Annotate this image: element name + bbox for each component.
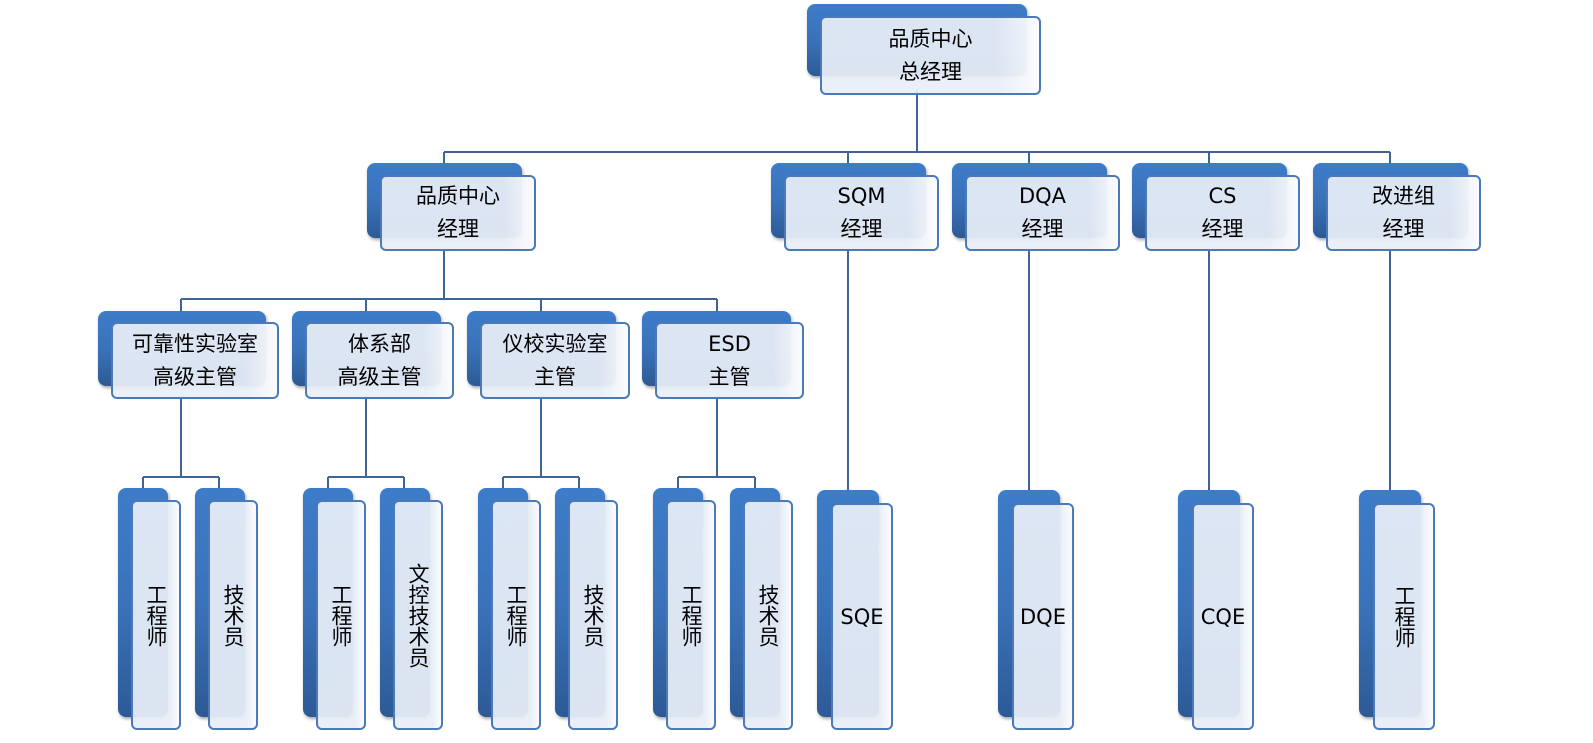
node-label-box: DQE (1012, 503, 1074, 730)
node-label-box: SQE (831, 503, 893, 730)
node-title: 文控技术员 (406, 562, 430, 668)
node-label-box: 文控技术员 (393, 500, 443, 730)
node-label-box: 工程师 (316, 500, 366, 730)
node-label-box: 工程师 (131, 500, 181, 730)
node-label-box: CS 经理 (1145, 175, 1300, 251)
node-title: 工程师 (1392, 585, 1416, 648)
node-label-box: 技术员 (743, 500, 793, 730)
node-label-box: 可靠性实验室 高级主管 (111, 322, 279, 399)
node-label-box: 品质中心 总经理 (820, 16, 1041, 95)
node-role: 主管 (708, 364, 751, 389)
node-label-box: 体系部 高级主管 (305, 322, 454, 399)
node-title: 技术员 (581, 583, 605, 647)
node-role: 主管 (534, 364, 576, 389)
node-title: 品质中心 (888, 26, 973, 51)
node-title: 工程师 (679, 583, 703, 647)
node-role: 总经理 (899, 59, 962, 84)
node-title: CQE (1200, 604, 1246, 629)
node-role: 高级主管 (153, 364, 237, 389)
node-title: 可靠性实验室 (132, 331, 258, 356)
node-label-box: 工程师 (666, 500, 716, 730)
node-label-box: SQM 经理 (784, 175, 939, 251)
node-role: 经理 (840, 217, 883, 241)
node-role: 经理 (1201, 217, 1244, 241)
node-label-box: 仪校实验室 主管 (480, 322, 630, 399)
node-role: 经理 (1021, 217, 1064, 241)
node-label-box: DQA 经理 (965, 175, 1120, 251)
node-label-box: CQE (1192, 503, 1254, 730)
node-label-box: 品质中心 经理 (380, 175, 536, 251)
node-title: ESD (708, 331, 751, 356)
node-title: 技术员 (221, 583, 245, 647)
node-title: CS (1208, 184, 1237, 208)
node-label-box: 工程师 (491, 500, 541, 730)
node-role: 高级主管 (337, 364, 422, 389)
node-title: 技术员 (756, 583, 780, 647)
node-label-box: 技术员 (568, 500, 618, 730)
node-title: SQE (840, 604, 884, 629)
node-label-box: 改进组 经理 (1326, 175, 1481, 251)
node-title: 品质中心 (416, 184, 500, 208)
node-title: SQM (837, 184, 886, 208)
node-role: 经理 (1382, 217, 1425, 241)
node-title: 仪校实验室 (502, 331, 608, 356)
node-title: DQE (1020, 604, 1066, 629)
node-title: 体系部 (348, 331, 411, 356)
node-title: 工程师 (504, 583, 528, 647)
node-title: DQA (1018, 184, 1067, 208)
node-role: 经理 (437, 217, 479, 241)
node-label-box: ESD 主管 (655, 322, 804, 399)
node-label-box: 技术员 (208, 500, 258, 730)
node-title: 工程师 (329, 583, 353, 647)
node-label-box: 工程师 (1373, 503, 1435, 730)
node-title: 改进组 (1372, 184, 1435, 208)
node-title: 工程师 (144, 583, 168, 647)
